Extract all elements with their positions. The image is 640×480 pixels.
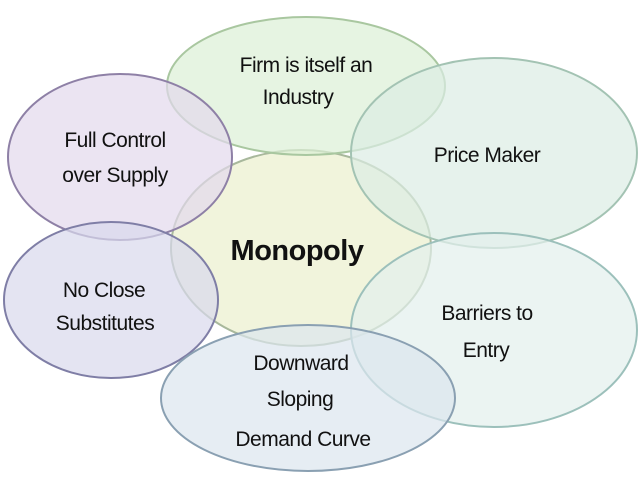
center-label: Monopoly: [231, 235, 364, 267]
substitutes-label-line2: Substitutes: [56, 312, 154, 335]
demand-ellipse: [160, 324, 456, 472]
price-label: Price Maker: [434, 144, 541, 167]
control-label-line1: Full Control: [64, 129, 165, 152]
firm-label-line2: Industry: [263, 86, 335, 109]
control-label-line2: over Supply: [62, 164, 168, 187]
control-ellipse: [7, 73, 233, 241]
demand-label-line3: Demand Curve: [235, 428, 370, 451]
demand-label-line2: Sloping: [267, 388, 334, 411]
barriers-label-line2: Entry: [463, 339, 511, 362]
firm-label-line1: Firm is itself an: [240, 54, 373, 77]
barriers-label-line1: Barriers to: [441, 302, 532, 325]
substitutes-label-line1: No Close: [63, 279, 145, 302]
substitutes-ellipse: [3, 221, 219, 379]
demand-label-line1: Downward: [253, 352, 348, 375]
